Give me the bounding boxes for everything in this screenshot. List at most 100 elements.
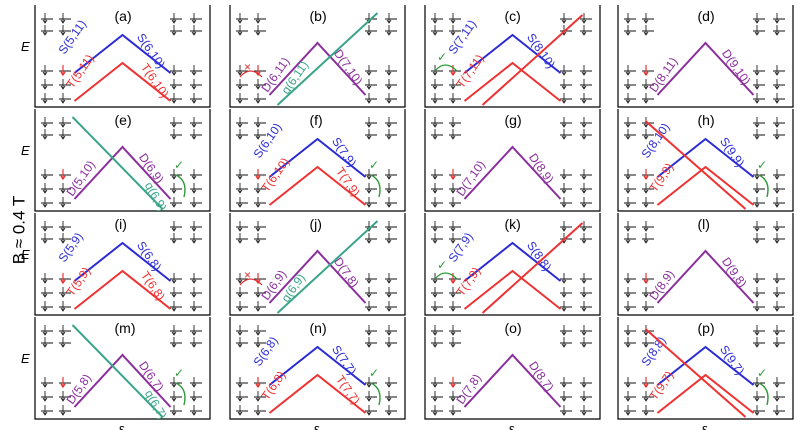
singlet-label-left: S(7,9) [445,230,475,265]
doublet-label-right: D(8,9) [526,151,557,186]
spin-arrow [191,377,197,388]
spin-arrow [432,337,438,348]
allowed-arrow [175,382,186,406]
spin-arrow [191,391,197,402]
spin-arrow [561,301,567,312]
spin-arrow [643,93,649,104]
spin-arrow [42,93,48,104]
panel-j: (j)D(6,9)D(7,8)q(6,9)× [229,213,406,316]
spin-arrow [366,183,372,194]
spin-arrow [432,65,438,76]
spin-arrow [625,197,631,208]
spin-arrow [60,13,66,24]
spin-arrow [255,301,261,312]
spin-arrow [581,337,587,348]
spin-arrow [432,183,438,194]
spin-arrow [366,287,372,298]
spin-arrow [42,377,48,388]
spin-arrow [237,13,243,24]
spin-arrow [386,65,392,76]
spin-arrow [450,13,456,24]
spin-arrow [561,183,567,194]
spin-arrow [643,13,649,24]
spin-arrow [171,93,177,104]
spin-arrow [774,25,780,36]
red-spin-marker [255,169,261,181]
spin-arrow [450,287,456,298]
spin-arrow [386,169,392,180]
panel-frame [229,213,406,316]
spin-arrow [60,183,66,194]
spin-arrow [581,183,587,194]
spin-arrow [255,221,261,232]
spin-arrow [42,405,48,416]
spin-arrow [754,183,760,194]
panel-tag: (g) [505,112,522,128]
spin-arrow [625,183,631,194]
spin-arrow [171,25,177,36]
panel-g: (g)D(7,10)D(8,9) [424,109,601,212]
spin-arrow [191,13,197,24]
y-axis-label: E [21,351,30,366]
doublet-curve [73,145,172,200]
spin-arrow [561,93,567,104]
triplet-curve [268,373,367,414]
spin-arrow [625,273,631,284]
spin-arrow [237,287,243,298]
spin-arrow [191,221,197,232]
spin-arrow [432,405,438,416]
spin-arrow [171,391,177,402]
spin-arrow [432,197,438,208]
panel-tag: (e) [115,112,132,128]
spin-arrow [754,169,760,180]
spin-arrow [191,183,197,194]
spin-arrow [450,129,456,140]
panel-p: ε(p)S(8,8)S(9,7)T(9,7)✓ [617,317,794,430]
spin-arrow [191,117,197,128]
spin-arrow [191,233,197,244]
spin-arrow [386,391,392,402]
spin-arrow [581,377,587,388]
doublet-label-right: D(9,10) [719,47,753,88]
spin-arrow [42,337,48,348]
spin-arrow [386,233,392,244]
singlet-label-left: S(6,10) [250,120,284,160]
allowed-arrow [175,174,186,198]
panel-frame [424,317,601,420]
spin-arrow [42,325,48,336]
quartet-line [276,220,379,314]
panel-n: ε(n)S(6,8)S(7,7)T(6,8)T(7,7)✓ [229,317,406,430]
magnetic-field-label: B ≈ 0.4 T [4,130,34,330]
spin-arrow [60,25,66,36]
spin-arrow [643,233,649,244]
spin-arrow [774,13,780,24]
spin-arrow [561,65,567,76]
spin-arrow [643,25,649,36]
spin-arrow [191,273,197,284]
spin-arrow [774,221,780,232]
spin-arrow [60,129,66,140]
spin-arrow [625,221,631,232]
spin-arrow [42,197,48,208]
check-icon: ✓ [174,366,184,380]
spin-arrow [42,25,48,36]
spin-arrow [643,391,649,402]
panel-tag: (l) [698,216,710,232]
spin-arrow [581,79,587,90]
panel-frame [34,109,211,212]
spin-arrow [366,233,372,244]
panel-tag: (p) [698,320,715,336]
spin-arrow [42,221,48,232]
spin-arrow [561,273,567,284]
spin-arrow [366,337,372,348]
panel-frame [34,213,211,316]
panel-tag: (b) [310,8,327,24]
spin-arrow [774,273,780,284]
y-axis-label: E [21,247,30,262]
spin-arrow [432,221,438,232]
spin-arrow [255,25,261,36]
red-spin-marker [60,273,66,285]
quartet-label: q(6,7) [142,388,170,422]
singlet-curve [463,33,562,74]
allowed-arrow [434,272,458,280]
